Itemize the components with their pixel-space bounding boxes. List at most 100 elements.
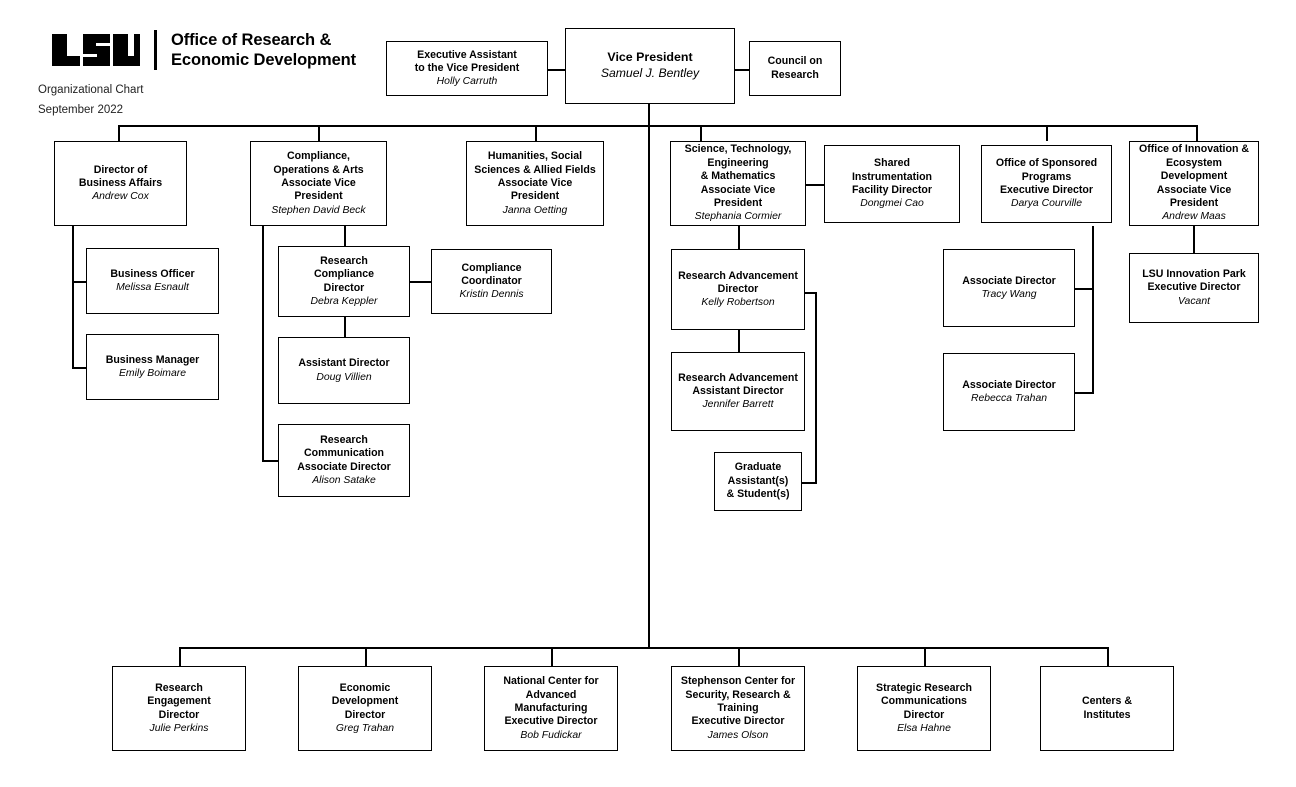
node-strategic-research-communications[interactable]: Strategic Research Communications Direct… [857,666,991,751]
node-person: Stephen David Beck [271,204,366,216]
node-person: Melissa Esnault [116,282,189,294]
edge-res-comm [262,460,278,462]
node-research-advancement-director[interactable]: Research Advancement Director Kelly Robe… [671,249,805,330]
edge-biz-officer [72,281,86,283]
node-national-center-advanced-manufacturing[interactable]: National Center for Advanced Manufacturi… [484,666,618,751]
lsu-logo-icon [50,32,142,68]
node-person: James Olson [707,729,769,741]
node-economic-development-director[interactable]: Economic Development Director Greg Traha… [298,666,432,751]
node-office-innovation-ecosystem-avp[interactable]: Office of Innovation & Ecosystem Develop… [1129,141,1259,226]
edge-bottom-stephenson [738,647,740,666]
node-business-manager[interactable]: Business Manager Emily Boimare [86,334,219,400]
node-title: Shared Instrumentation Facility Director [851,157,933,197]
node-title: Research Advancement Director [678,269,798,295]
node-person: Rebecca Trahan [970,393,1048,405]
node-research-engagement-director[interactable]: Research Engagement Director Julie Perki… [112,666,246,751]
edge-bottom-econ-dev [365,647,367,666]
node-title: Associate Director [962,378,1056,391]
node-assistant-director[interactable]: Assistant Director Doug Villien [278,337,410,404]
node-person: Holly Carruth [436,76,498,88]
node-title: Research Engagement Director [147,681,211,721]
node-person: Doug Villien [316,371,372,383]
org-name-line2: Economic Development [171,51,357,70]
node-compliance-operations-arts-avp[interactable]: Compliance, Operations & Arts Associate … [250,141,387,226]
node-office-sponsored-programs[interactable]: Office of Sponsored Programs Executive D… [981,145,1112,223]
node-person: Debra Keppler [310,295,378,307]
edge-grad-asst-bottom [802,482,817,484]
node-title: Executive Assistant to the Vice Presiden… [414,48,520,74]
node-person: Elsa Hahne [897,722,951,734]
edge-bottom-res-engage [179,647,181,666]
node-title: LSU Innovation Park Executive Director [1142,268,1246,294]
node-title: Strategic Research Communications Direct… [876,681,972,721]
node-title: Council on Research [767,55,823,81]
node-title: Centers & Institutes [1081,695,1133,721]
edge-bus-osp [1046,125,1048,141]
node-director-business-affairs[interactable]: Director of Business Affairs Andrew Cox [54,141,187,226]
node-person: Tracy Wang [981,289,1037,301]
node-title: Business Manager [105,353,200,366]
node-stem-avp[interactable]: Science, Technology, Engineering & Mathe… [670,141,806,226]
edge-shared-instrumentation [806,184,824,186]
org-name-line1: Office of Research & [171,31,332,49]
node-executive-assistant[interactable]: Executive Assistant to the Vice Presiden… [386,41,548,96]
node-person: Bob Fudickar [520,729,582,741]
node-shared-instrumentation-facility[interactable]: Shared Instrumentation Facility Director… [824,145,960,223]
edge-comp-coordinator [410,281,431,283]
node-compliance-coordinator[interactable]: Compliance Coordinator Kristin Dennis [431,249,552,314]
node-person: Stephania Cormier [694,211,782,223]
node-graduate-assistants-students[interactable]: Graduate Assistant(s) & Student(s) [714,452,802,511]
node-title: Science, Technology, Engineering & Mathe… [684,143,792,209]
node-associate-director-rebecca-trahan[interactable]: Associate Director Rebecca Trahan [943,353,1075,431]
node-title: Assistant Director [298,357,390,370]
node-title: National Center for Advanced Manufacturi… [503,675,599,728]
node-person: Jennifer Barrett [702,399,774,411]
node-title: Graduate Assistant(s) & Student(s) [726,461,790,501]
edge-bus-humanities [535,125,537,141]
document-meta: Organizational Chart September 2022 [38,80,143,120]
edge-grad-asst-vert [815,292,817,483]
edge-assistant-director [344,317,346,337]
edge-vp-exec-asst [548,69,565,71]
node-humanities-social-sciences-avp[interactable]: Humanities, Social Sciences & Allied Fie… [466,141,604,226]
edge-bus-innovation [1196,125,1198,141]
logo-divider [154,30,157,71]
node-person: Julie Perkins [149,722,209,734]
node-council-on-research[interactable]: Council on Research [749,41,841,96]
node-lsu-innovation-park[interactable]: LSU Innovation Park Executive Director V… [1129,253,1259,323]
node-research-compliance-director[interactable]: Research Compliance Director Debra Keppl… [278,246,410,317]
node-research-communication-assoc-director[interactable]: Research Communication Associate Directo… [278,424,410,497]
node-associate-director-tracy-wang[interactable]: Associate Director Tracy Wang [943,249,1075,327]
node-person: Janna Oetting [502,204,568,216]
edge-compliance-res-compliance [344,226,346,246]
node-research-advancement-assistant-director[interactable]: Research Advancement Assistant Director … [671,352,805,431]
node-person: Greg Trahan [335,722,395,734]
edge-bottom-strat-comm [924,647,926,666]
node-title: Director of Business Affairs [78,163,163,189]
node-title: Business Officer [110,267,195,280]
node-person: Kristin Dennis [459,289,524,301]
node-person: Darya Courville [1010,198,1083,210]
node-title: Research Advancement Assistant Director [678,371,798,397]
node-person: Andrew Maas [1162,211,1226,223]
top-bus [118,125,1196,127]
edge-bus-biz-affairs [118,125,120,141]
node-vice-president[interactable]: Vice President Samuel J. Bentley [565,28,735,104]
edge-bottom-centers [1107,647,1109,666]
node-title: Vice President [607,50,693,65]
node-person: Emily Boimare [119,368,186,380]
node-title: Compliance, Operations & Arts Associate … [273,150,364,203]
node-centers-institutes[interactable]: Centers & Institutes [1040,666,1174,751]
document-date: September 2022 [38,104,124,117]
main-spine [648,125,650,648]
brand-lockup: Office of Research & Economic Developmen… [50,30,357,71]
edge-innovation-park [1193,226,1195,253]
node-stephenson-center[interactable]: Stephenson Center for Security, Research… [671,666,805,751]
node-business-officer[interactable]: Business Officer Melissa Esnault [86,248,219,314]
node-person: Kelly Robertson [701,297,775,309]
edge-assoc-wang [1075,288,1093,290]
edge-vp-council [735,69,749,71]
node-title: Economic Development Director [331,681,399,721]
node-person: Vacant [1178,295,1210,307]
